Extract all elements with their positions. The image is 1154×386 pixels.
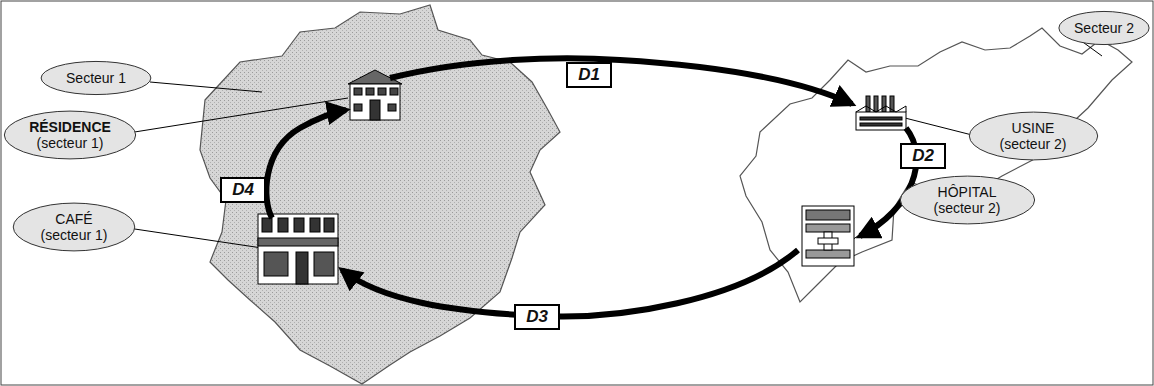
- callout-text: CAFÉ (secteur 1): [32, 211, 116, 243]
- callout-text: RÉSIDENCE (secteur 1): [24, 119, 116, 151]
- callout-text: D3: [526, 307, 548, 327]
- callout-text: D1: [578, 65, 600, 85]
- sector-callout: Secteur 1: [40, 60, 152, 96]
- place-callout: CAFÉ (secteur 1): [12, 201, 136, 253]
- factory-icon: [856, 96, 906, 130]
- flow-arrows: [266, 58, 916, 316]
- trip-label: D2: [900, 143, 946, 169]
- trip-label: D4: [220, 177, 266, 203]
- trip-label: D3: [514, 304, 560, 330]
- callout-text: D4: [232, 180, 254, 200]
- sector-callout: Secteur 2: [1058, 10, 1150, 46]
- leader-lines: [122, 40, 1102, 248]
- callout-text: USINE (secteur 2): [988, 120, 1078, 152]
- place-callout: HÔPITAL (secteur 2): [899, 174, 1036, 226]
- callout-text: Secteur 1: [66, 70, 126, 86]
- callout-text: Secteur 2: [1074, 20, 1134, 36]
- cafe-icon: [258, 214, 338, 284]
- trip-label: D1: [566, 62, 612, 88]
- callout-text: D2: [912, 146, 934, 166]
- callout-text: HÔPITAL (secteur 2): [920, 184, 1014, 216]
- hospital-icon: [802, 206, 854, 266]
- place-callout: USINE (secteur 2): [968, 110, 1099, 162]
- sector-2-region: [740, 28, 1132, 302]
- place-callout: RÉSIDENCE (secteur 1): [3, 109, 137, 161]
